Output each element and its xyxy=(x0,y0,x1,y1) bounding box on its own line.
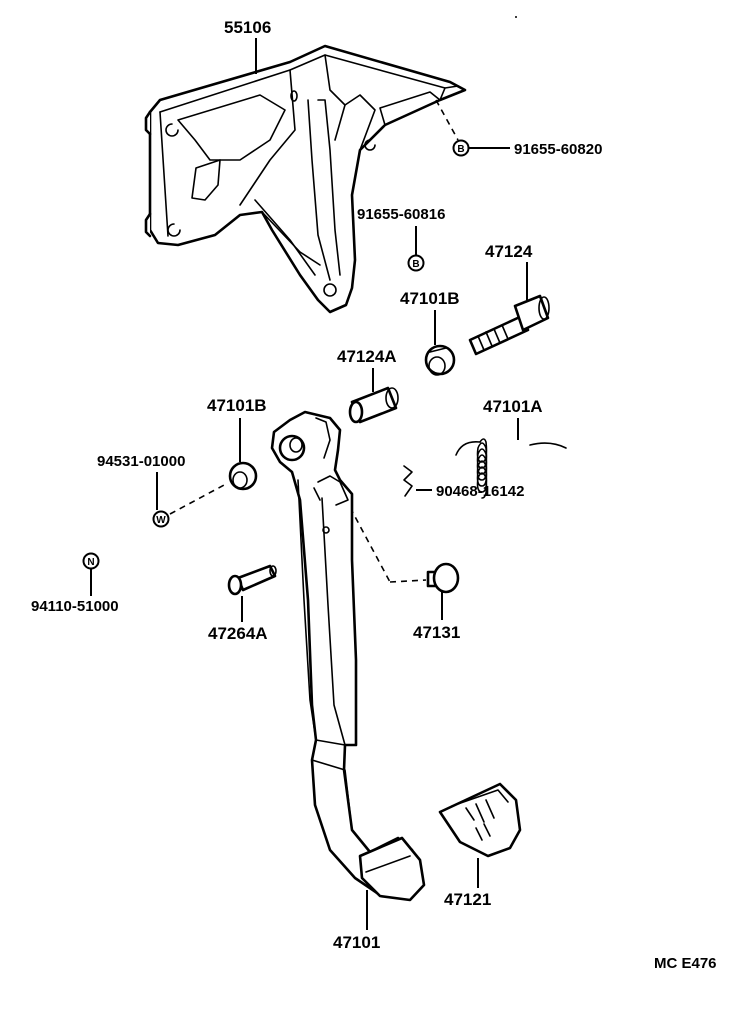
label-collar: 47124A xyxy=(337,347,397,366)
label-pin: 47264A xyxy=(208,624,268,643)
clip xyxy=(403,465,413,497)
bolt-b-symbol-2: B xyxy=(407,254,425,272)
pivot-bolt xyxy=(468,294,550,356)
nut-n-symbol: N xyxy=(82,552,100,570)
dash-washer xyxy=(169,483,227,515)
pedal-stopper xyxy=(426,562,460,594)
label-bushing-upper: 47101B xyxy=(400,289,460,308)
washer-w-symbol: W xyxy=(152,510,170,528)
pedal-bracket xyxy=(144,44,467,314)
label-bolt-b2: 91655-60816 xyxy=(357,206,445,223)
bushing-left xyxy=(228,461,258,491)
dash-stopper-2 xyxy=(389,579,427,583)
label-bolt-b1: 91655-60820 xyxy=(514,141,602,158)
collar xyxy=(348,386,399,424)
label-washer: 94531-01000 xyxy=(97,453,185,470)
speck xyxy=(515,16,517,18)
dash-b1 xyxy=(435,99,459,141)
label-pedal-arm: 47101 xyxy=(333,933,380,952)
svg-text:N: N xyxy=(87,557,94,568)
bushing-upper xyxy=(424,344,456,376)
label-bracket: 55106 xyxy=(224,18,271,37)
label-stopper: 47131 xyxy=(413,623,460,642)
label-nut: 94110-51000 xyxy=(31,598,119,615)
label-pedal-pad: 47121 xyxy=(444,890,491,909)
bolt-b-symbol-1: B xyxy=(452,139,470,157)
return-spring xyxy=(455,438,567,499)
svg-text:W: W xyxy=(156,515,166,526)
label-bolt: 47124 xyxy=(485,242,533,261)
pedal-pad-on-arm xyxy=(358,836,426,902)
diagram-code: MC E476 xyxy=(654,955,717,972)
svg-text:B: B xyxy=(457,144,464,155)
label-clip: 90468-16142 xyxy=(436,483,524,500)
svg-text:B: B xyxy=(412,259,419,270)
clevis-pin xyxy=(227,564,277,596)
pedal-pad xyxy=(438,782,522,858)
pedal-arm xyxy=(270,410,424,900)
label-bushing-left: 47101B xyxy=(207,396,267,415)
label-spring: 47101A xyxy=(483,397,543,416)
